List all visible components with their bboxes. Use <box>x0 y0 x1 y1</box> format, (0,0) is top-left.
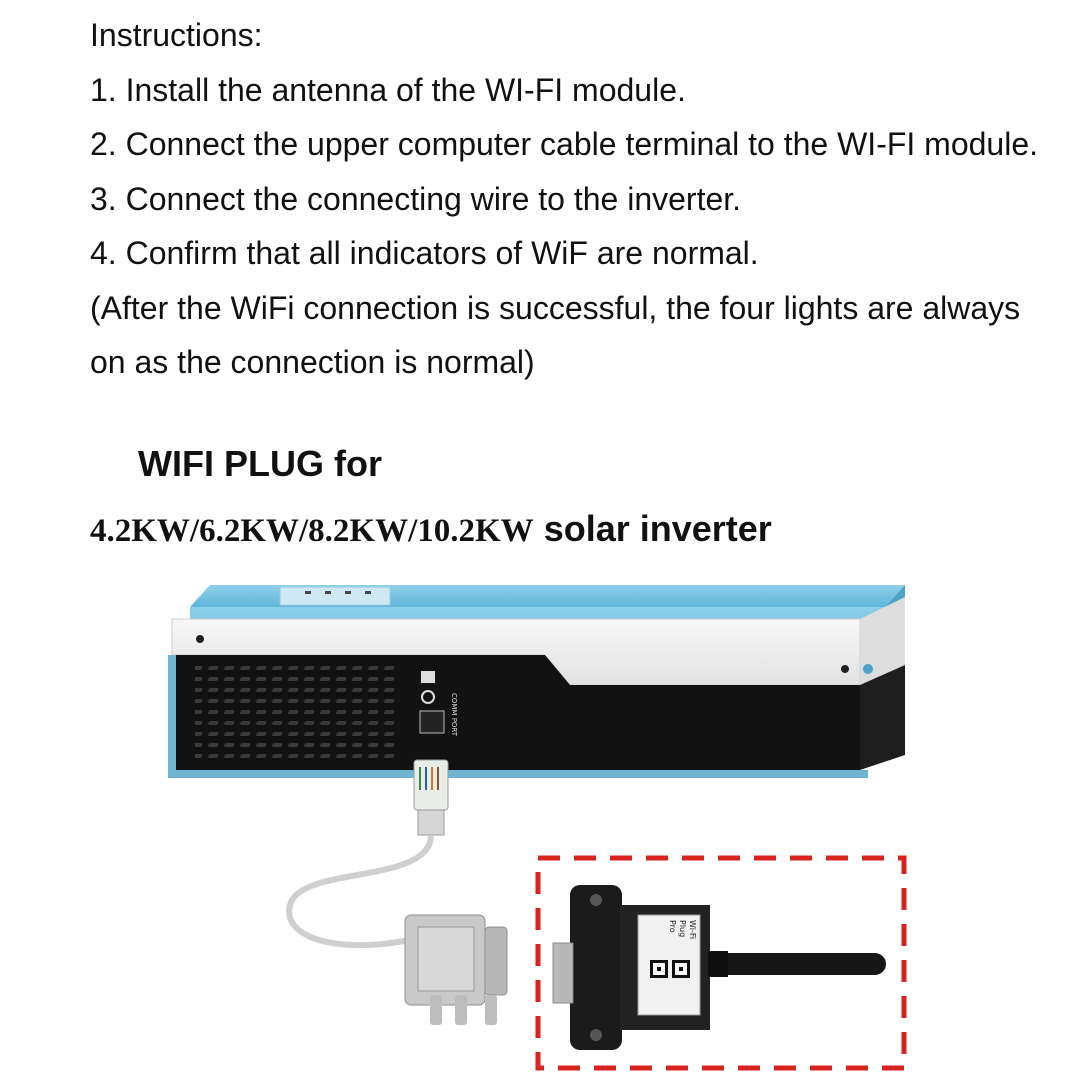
inverter-unit: COMM PORT <box>168 585 905 778</box>
product-photo: COMM PORT <box>168 585 907 1071</box>
module-label-1: Wi-Fi <box>688 920 697 939</box>
instructions-block: Instructions: 1. Install the antenna of … <box>90 8 1050 390</box>
instruction-step-2: 2. Connect the upper computer cable term… <box>90 126 1039 162</box>
headline-models: 4.2KW/6.2KW/8.2KW/10.2KW solar inverter <box>90 508 772 550</box>
rj45-cable <box>286 759 449 949</box>
headline-title: WIFI PLUG for <box>138 443 382 484</box>
module-label-3: Pro <box>668 920 677 933</box>
instruction-step-3: 3. Connect the connecting wire to the in… <box>90 180 742 217</box>
instructions-heading: Instructions: <box>90 17 263 53</box>
instruction-note: (After the WiFi connection is successful… <box>90 289 1021 381</box>
instruction-step-4: 4. Confirm that all indicators of WiF ar… <box>90 235 759 271</box>
instruction-step-1: 1. Install the antenna of the WI-FI modu… <box>90 71 686 108</box>
db9-connector <box>404 914 508 1025</box>
wifi-plug-module: Wi-Fi Plug Pro <box>552 885 886 1050</box>
comm-port-label: COMM PORT <box>450 693 458 737</box>
headline-suffix: solar inverter <box>533 508 772 549</box>
module-highlight-frame <box>535 855 907 1071</box>
headline-model-list: 4.2KW/6.2KW/8.2KW/10.2KW <box>90 513 534 549</box>
module-label-2: Plug <box>678 920 687 937</box>
